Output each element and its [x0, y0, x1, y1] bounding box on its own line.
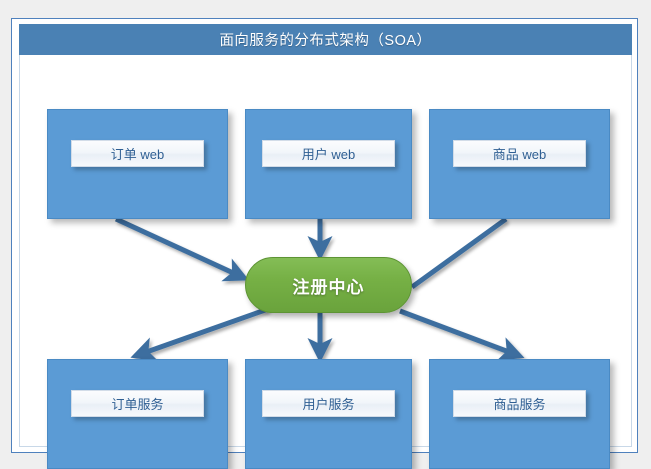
- node-product-service-pill: 商品服务: [453, 390, 586, 417]
- node-order-web[interactable]: 订单 web: [47, 109, 228, 219]
- node-registry-center[interactable]: 注册中心: [245, 257, 412, 313]
- node-user-web-label: 用户 web: [301, 147, 356, 162]
- node-order-service-pill: 订单服务: [71, 390, 204, 417]
- diagram-card: 面向服务的分布式架构（SOA）: [11, 18, 638, 469]
- node-product-web-pill: 商品 web: [453, 140, 586, 167]
- node-order-service[interactable]: 订单服务: [47, 359, 228, 469]
- connector-registry-to-order-service: [130, 306, 269, 362]
- node-user-service-label: 用户服务: [302, 397, 355, 412]
- node-user-web[interactable]: 用户 web: [245, 109, 412, 219]
- node-product-web[interactable]: 商品 web: [429, 109, 610, 219]
- node-product-service[interactable]: 商品服务: [429, 359, 610, 469]
- diagram-title-bar: 面向服务的分布式架构（SOA）: [19, 24, 632, 55]
- node-order-service-label: 订单服务: [111, 397, 164, 412]
- node-user-service-pill: 用户服务: [262, 390, 395, 417]
- node-registry-center-label: 注册中心: [292, 277, 365, 297]
- connector-product-web-to-registry: [410, 216, 508, 290]
- node-user-service[interactable]: 用户服务: [245, 359, 412, 469]
- page-title: 面向服务的分布式架构（SOA）: [219, 33, 432, 49]
- node-user-web-pill: 用户 web: [262, 140, 395, 167]
- node-order-web-label: 订单 web: [110, 147, 165, 162]
- connector-registry-to-product-service: [399, 308, 525, 361]
- connector-order-web-to-registry: [114, 216, 250, 282]
- node-product-web-label: 商品 web: [492, 147, 547, 162]
- diagram-canvas: 订单 web 用户 web 商品 web 注册中心 订单服务 用户服务: [19, 55, 632, 469]
- node-order-web-pill: 订单 web: [71, 140, 204, 167]
- node-product-service-label: 商品服务: [493, 397, 546, 412]
